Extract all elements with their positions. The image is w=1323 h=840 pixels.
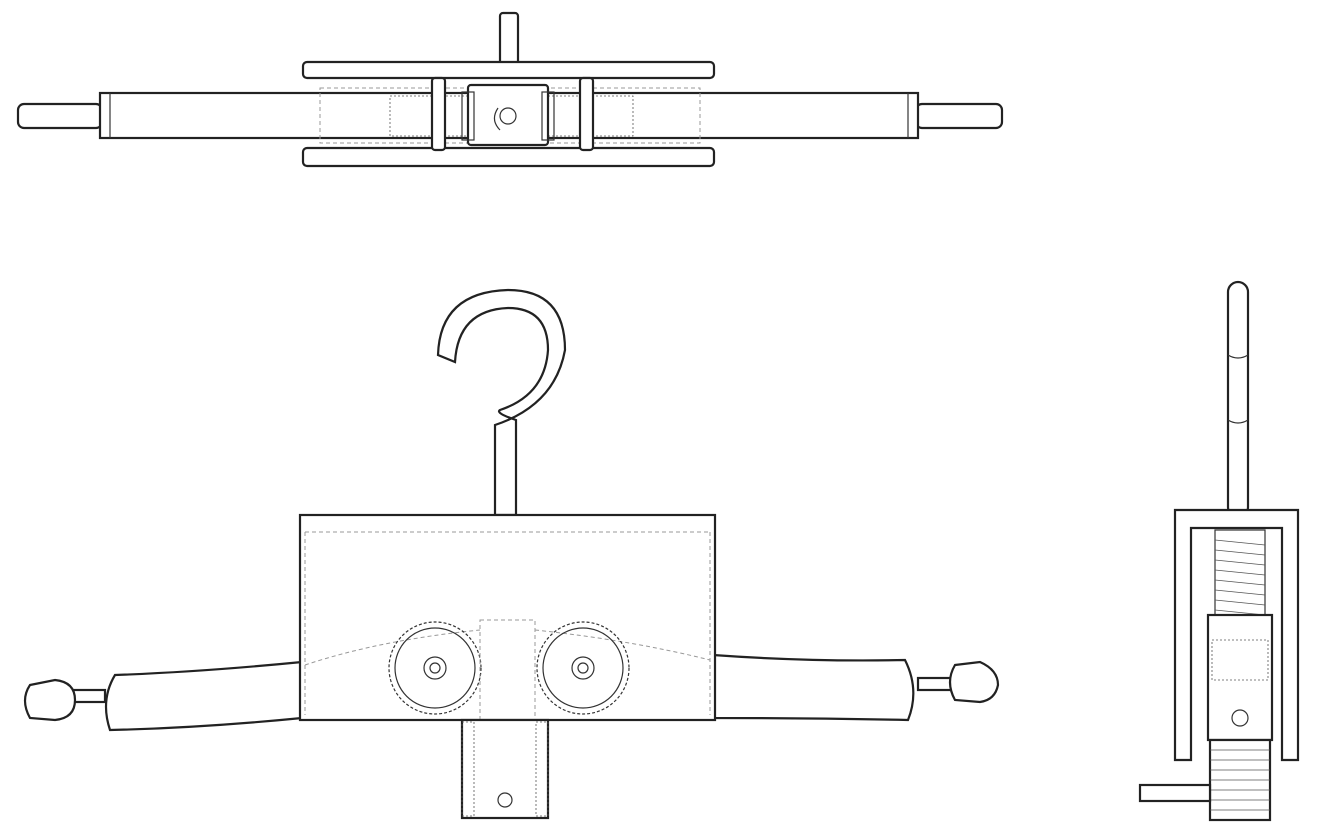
hook: [436, 288, 567, 517]
housing-box: [298, 513, 717, 722]
vertical-pin: [498, 11, 520, 67]
right-end-cap: [948, 660, 1000, 704]
center-block: [466, 83, 550, 147]
left-end-cap: [23, 678, 77, 722]
right-arm: [711, 653, 915, 722]
shaft-pin: [497, 792, 513, 808]
right-shaft-end: [914, 102, 1004, 130]
top-view: [16, 11, 1004, 168]
threaded-shaft: [460, 718, 550, 820]
center-bolt: [499, 107, 517, 125]
top-flange: [301, 60, 716, 80]
side-pin: [1226, 280, 1250, 519]
front-view: [23, 288, 1000, 820]
bottom-flange: [301, 146, 716, 168]
left-shaft-end: [16, 102, 104, 130]
side-frame: [1173, 508, 1300, 762]
left-gear: [388, 621, 482, 715]
left-gear-ring: [430, 76, 447, 152]
side-view: [1138, 280, 1300, 822]
left-arm: [104, 660, 304, 732]
right-gear: [536, 621, 630, 715]
slider-block: [1206, 613, 1274, 742]
spring: [1214, 529, 1266, 621]
right-gear-ring: [578, 76, 595, 152]
side-handle: [1138, 783, 1212, 803]
